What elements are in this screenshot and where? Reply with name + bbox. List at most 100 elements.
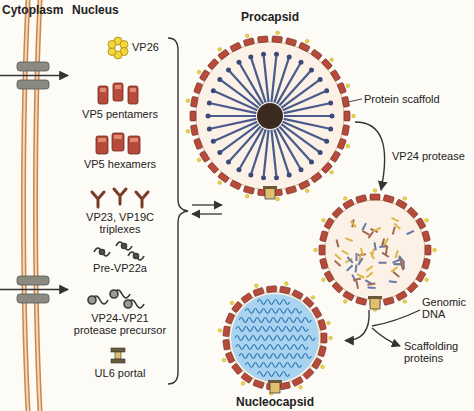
vp26-dot <box>321 365 325 369</box>
capsomer <box>303 297 314 308</box>
scaffold-end <box>237 167 242 172</box>
scaffold-fragment <box>357 258 363 266</box>
scaffold-fragment <box>336 239 340 247</box>
capsomer <box>190 125 198 136</box>
region-label: Cytoplasm <box>2 4 66 16</box>
scaffold-fragment <box>406 230 414 235</box>
capsomer <box>223 339 230 350</box>
capsomer <box>223 326 230 337</box>
pre-vp22a-icon <box>94 242 144 260</box>
vp26-dot <box>245 34 249 38</box>
capsomer <box>319 245 325 255</box>
capsomer <box>299 42 311 52</box>
scaffold-spoke <box>284 115 330 117</box>
scaffold-spoke <box>211 119 256 129</box>
capsomer <box>324 218 334 230</box>
capsomer <box>272 36 283 43</box>
capsomer <box>343 199 355 209</box>
vp26-dot <box>218 48 222 52</box>
scaffold-spoke <box>264 130 269 176</box>
scaffold-fragment <box>355 253 357 261</box>
component-label: VP26 <box>132 41 172 53</box>
protease-precursor-icon <box>88 290 144 308</box>
scaffold-fragment <box>392 259 400 264</box>
capsomer <box>232 363 243 375</box>
capsomer <box>285 186 296 195</box>
capsomer <box>370 194 380 200</box>
scaffold-end <box>287 172 292 177</box>
capsid-interior <box>229 292 321 384</box>
capsomer <box>337 82 346 93</box>
scaffold-fragment <box>368 231 374 239</box>
capsomer <box>321 333 327 343</box>
vp26-dot <box>327 321 331 325</box>
empty-capsid <box>315 190 435 310</box>
capsomer <box>383 195 394 203</box>
scaffold-fragment <box>362 230 370 236</box>
scaffold-end <box>261 175 266 180</box>
capsomer <box>199 70 209 82</box>
capsomer <box>303 368 314 379</box>
capsomer <box>356 195 367 203</box>
scaffold-end <box>206 114 211 119</box>
vp26-dot <box>245 195 249 199</box>
vp26-dot <box>343 197 347 201</box>
vp26-dot <box>425 278 429 282</box>
scaffold-end <box>237 60 242 65</box>
vp26-dot <box>186 99 190 103</box>
capsid-interior <box>325 200 425 300</box>
capsomer <box>416 218 426 230</box>
capsomer <box>318 319 326 330</box>
capsid-interior <box>196 42 344 190</box>
vp26-dot <box>373 189 377 193</box>
component-label: VP5 pentamers <box>74 108 166 120</box>
scaffold-spoke <box>230 71 261 105</box>
scaffold-end <box>324 139 329 144</box>
scaffold-fragment <box>394 223 401 230</box>
scaffold-end <box>217 150 222 155</box>
scaffold-fragment <box>389 280 397 283</box>
scaffold-end <box>309 67 314 72</box>
vp26-dot <box>330 170 334 174</box>
scaffold-fragment <box>393 271 400 278</box>
capsomer <box>199 151 209 163</box>
capsomer <box>422 258 430 269</box>
capsomer <box>292 290 304 300</box>
vp26-dot <box>230 301 234 305</box>
capsomer <box>332 207 343 218</box>
vp26-icon <box>108 37 128 59</box>
scaffold-fragment <box>366 265 374 271</box>
capsomer <box>208 162 219 173</box>
capsomer <box>241 293 253 304</box>
capsid-outline <box>315 190 435 310</box>
scaffold-fragment <box>383 238 389 246</box>
equilibrium-arrow <box>192 213 222 214</box>
vp26-dot <box>186 130 190 134</box>
scaffold-end <box>324 88 329 93</box>
scaffold-end <box>330 114 335 119</box>
capsomer <box>330 70 340 82</box>
capsomer <box>253 380 264 389</box>
scaffold-fragment <box>360 248 364 256</box>
scaffold-end <box>261 52 266 57</box>
capsomer <box>243 38 254 47</box>
capsomer <box>416 271 426 283</box>
vp26-dot <box>197 158 201 162</box>
capsomer <box>243 186 254 195</box>
scaffold-end <box>248 55 253 60</box>
scaffold-end <box>226 160 231 165</box>
scaffold-fragment <box>371 248 375 256</box>
capsomer <box>285 38 296 47</box>
scaffold-spoke <box>283 92 325 111</box>
vp26-dot <box>330 58 334 62</box>
vp26-dot <box>311 296 315 300</box>
vp26-dot <box>329 336 333 340</box>
bracket <box>168 38 188 384</box>
scaffold-output-arrow <box>372 328 400 346</box>
scaffold-fragment <box>346 265 353 272</box>
scaffold-end <box>207 126 212 131</box>
hexamer-icon <box>96 133 140 154</box>
capsomer <box>396 199 408 209</box>
scaffold-end <box>248 172 253 177</box>
scaffold-end <box>274 175 279 180</box>
